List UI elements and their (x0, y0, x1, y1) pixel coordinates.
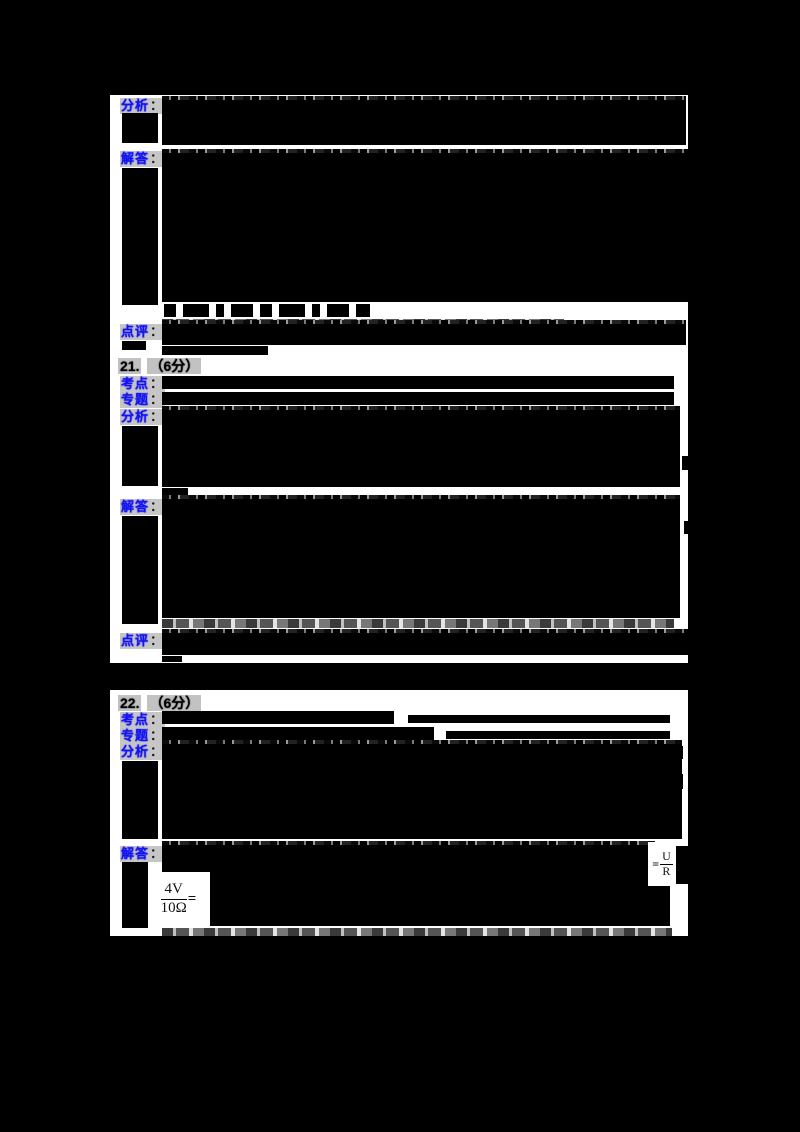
formula-ohms-law: = U R (648, 842, 676, 886)
redacted-text-block-answer-q21 (162, 495, 680, 618)
faint-text-remnant (162, 619, 674, 628)
redacted-fragment-right-margin (682, 456, 690, 470)
equals-sign: = (187, 890, 197, 907)
redacted-fragment (327, 304, 349, 317)
question-21-number: 21. (118, 358, 142, 374)
question-22-header: 22. （6分） (118, 693, 207, 713)
label-answer-q21: 解答： (120, 499, 166, 515)
label-comment-q20: 点评： (120, 324, 166, 340)
redacted-text-line-points-q21 (162, 376, 674, 389)
redacted-label-column (122, 426, 158, 486)
redacted-text-line-points-q22 (162, 711, 394, 724)
label-analysis-q22: 分析： (120, 744, 166, 760)
question-21-score: （6分） (147, 358, 202, 374)
redacted-label-column (122, 761, 158, 839)
formula-substitution: 4V 10Ω = (148, 872, 210, 926)
redacted-text-block-analysis-q21 (162, 406, 680, 487)
redacted-fragment-right-margin (674, 746, 683, 759)
fraction-4v-over-10ohm: 4V 10Ω (160, 881, 187, 916)
redacted-fragment (231, 304, 253, 317)
redacted-label-column (122, 516, 158, 624)
faint-text-remnant (162, 928, 672, 936)
redacted-text-block-analysis-q20 (162, 96, 686, 145)
label-topic-q21: 专题： (120, 392, 166, 408)
redacted-fragment (216, 304, 224, 317)
redacted-fragment (260, 304, 272, 317)
label-analysis-q21: 分析： (120, 409, 166, 425)
redacted-fragment (183, 304, 209, 317)
redacted-fragment-right-margin (674, 774, 683, 789)
label-comment-q21: 点评： (120, 633, 166, 649)
equals-sign: = (652, 856, 660, 871)
redacted-label-column (122, 341, 146, 350)
redacted-text-line-topic-q21 (162, 392, 674, 405)
redacted-fragment (162, 488, 188, 497)
redacted-label-column (122, 168, 158, 305)
redacted-text-block-comment-q21 (162, 629, 688, 655)
label-answer-q20: 解答： (120, 151, 166, 167)
redacted-fragment (312, 304, 320, 317)
redacted-text-block-answer-q22-cont (210, 884, 670, 926)
redacted-fragment (162, 656, 182, 662)
label-answer-q22: 解答： (120, 846, 166, 862)
redacted-text-block-answer-q22 (162, 841, 655, 884)
redacted-fragment (162, 346, 268, 355)
partially-visible-answer-line (164, 304, 370, 317)
label-analysis-q20: 分析： (120, 98, 166, 114)
redacted-text-block-analysis-q22 (162, 740, 682, 839)
label-points-q22: 考点： (120, 712, 166, 728)
redacted-label-column (122, 862, 148, 928)
redacted-label-column (122, 113, 158, 143)
page-1: 分析： 解答： 点评： 21. （6分） 考点： (110, 95, 692, 663)
fraction-u-over-r: U R (660, 848, 673, 878)
label-points-q21: 考点： (120, 376, 166, 392)
redacted-fragment (164, 304, 176, 317)
redacted-fragment-right-margin (684, 521, 692, 534)
page-2: 22. （6分） 考点： 专题： 分析： 解答： = U R (110, 690, 688, 936)
redacted-text-line-topic-q22 (162, 727, 434, 740)
redacted-fragment (279, 304, 305, 317)
redacted-text-line-continuation (408, 715, 670, 723)
question-22-score: （6分） (147, 695, 202, 711)
redacted-text-block-answer-q20 (162, 149, 690, 302)
redacted-text-block-comment-q20 (162, 320, 686, 345)
label-topic-q22: 专题： (120, 728, 166, 744)
redacted-fragment (356, 304, 370, 317)
redacted-fragment-right-margin (676, 846, 688, 884)
redacted-text-line-continuation (446, 731, 670, 739)
question-21-header: 21. （6分） (118, 356, 207, 376)
question-22-number: 22. (118, 695, 142, 711)
